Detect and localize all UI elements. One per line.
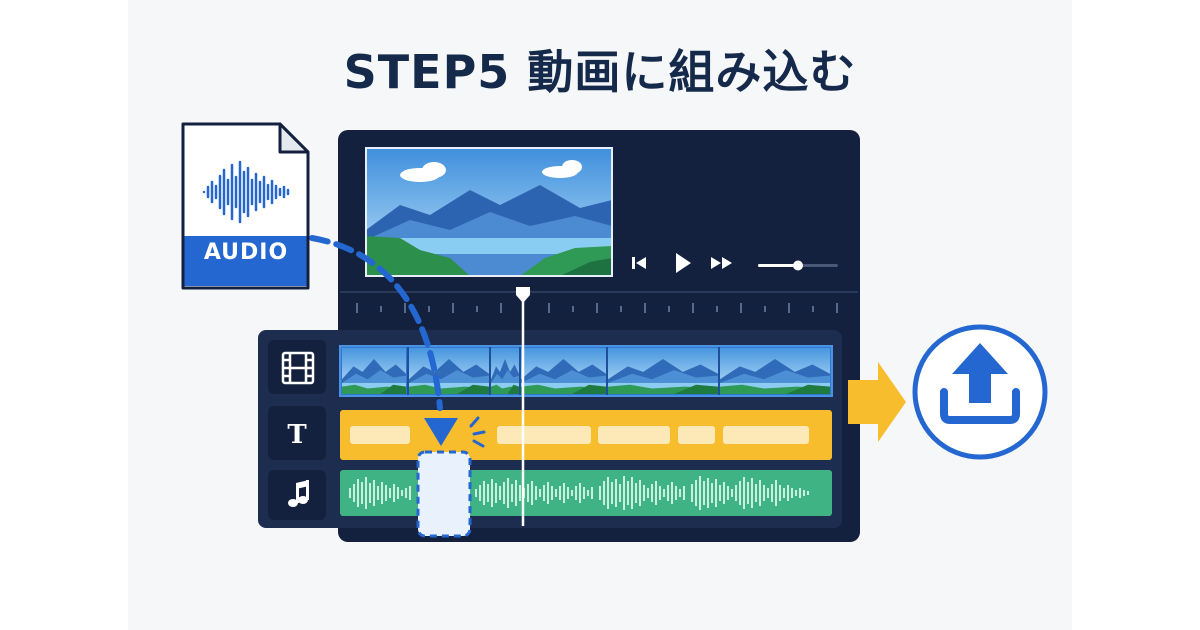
drag-path — [309, 235, 443, 411]
play-icon — [676, 253, 691, 273]
text-track-icon: T — [287, 420, 307, 450]
upload-icon — [912, 324, 1048, 460]
previous-icon — [632, 257, 646, 269]
right-arrow-icon — [848, 362, 906, 442]
timeline-ruler — [356, 303, 838, 313]
playhead-marker — [516, 287, 530, 303]
audio-file-icon — [181, 122, 310, 290]
audio-drop-slot — [416, 450, 472, 538]
audio-track — [340, 470, 832, 516]
audio-file-label: AUDIO — [203, 240, 289, 265]
video-track — [340, 346, 832, 396]
preview-video — [366, 148, 612, 276]
music-note-icon — [288, 480, 309, 507]
audio-waveform — [349, 476, 809, 510]
page-title: STEP5 動画に組み込む — [343, 45, 857, 99]
drop-arrow-icon — [424, 418, 458, 446]
volume-slider — [758, 260, 838, 271]
film-icon — [281, 351, 315, 385]
fast-forward-icon — [711, 257, 732, 269]
